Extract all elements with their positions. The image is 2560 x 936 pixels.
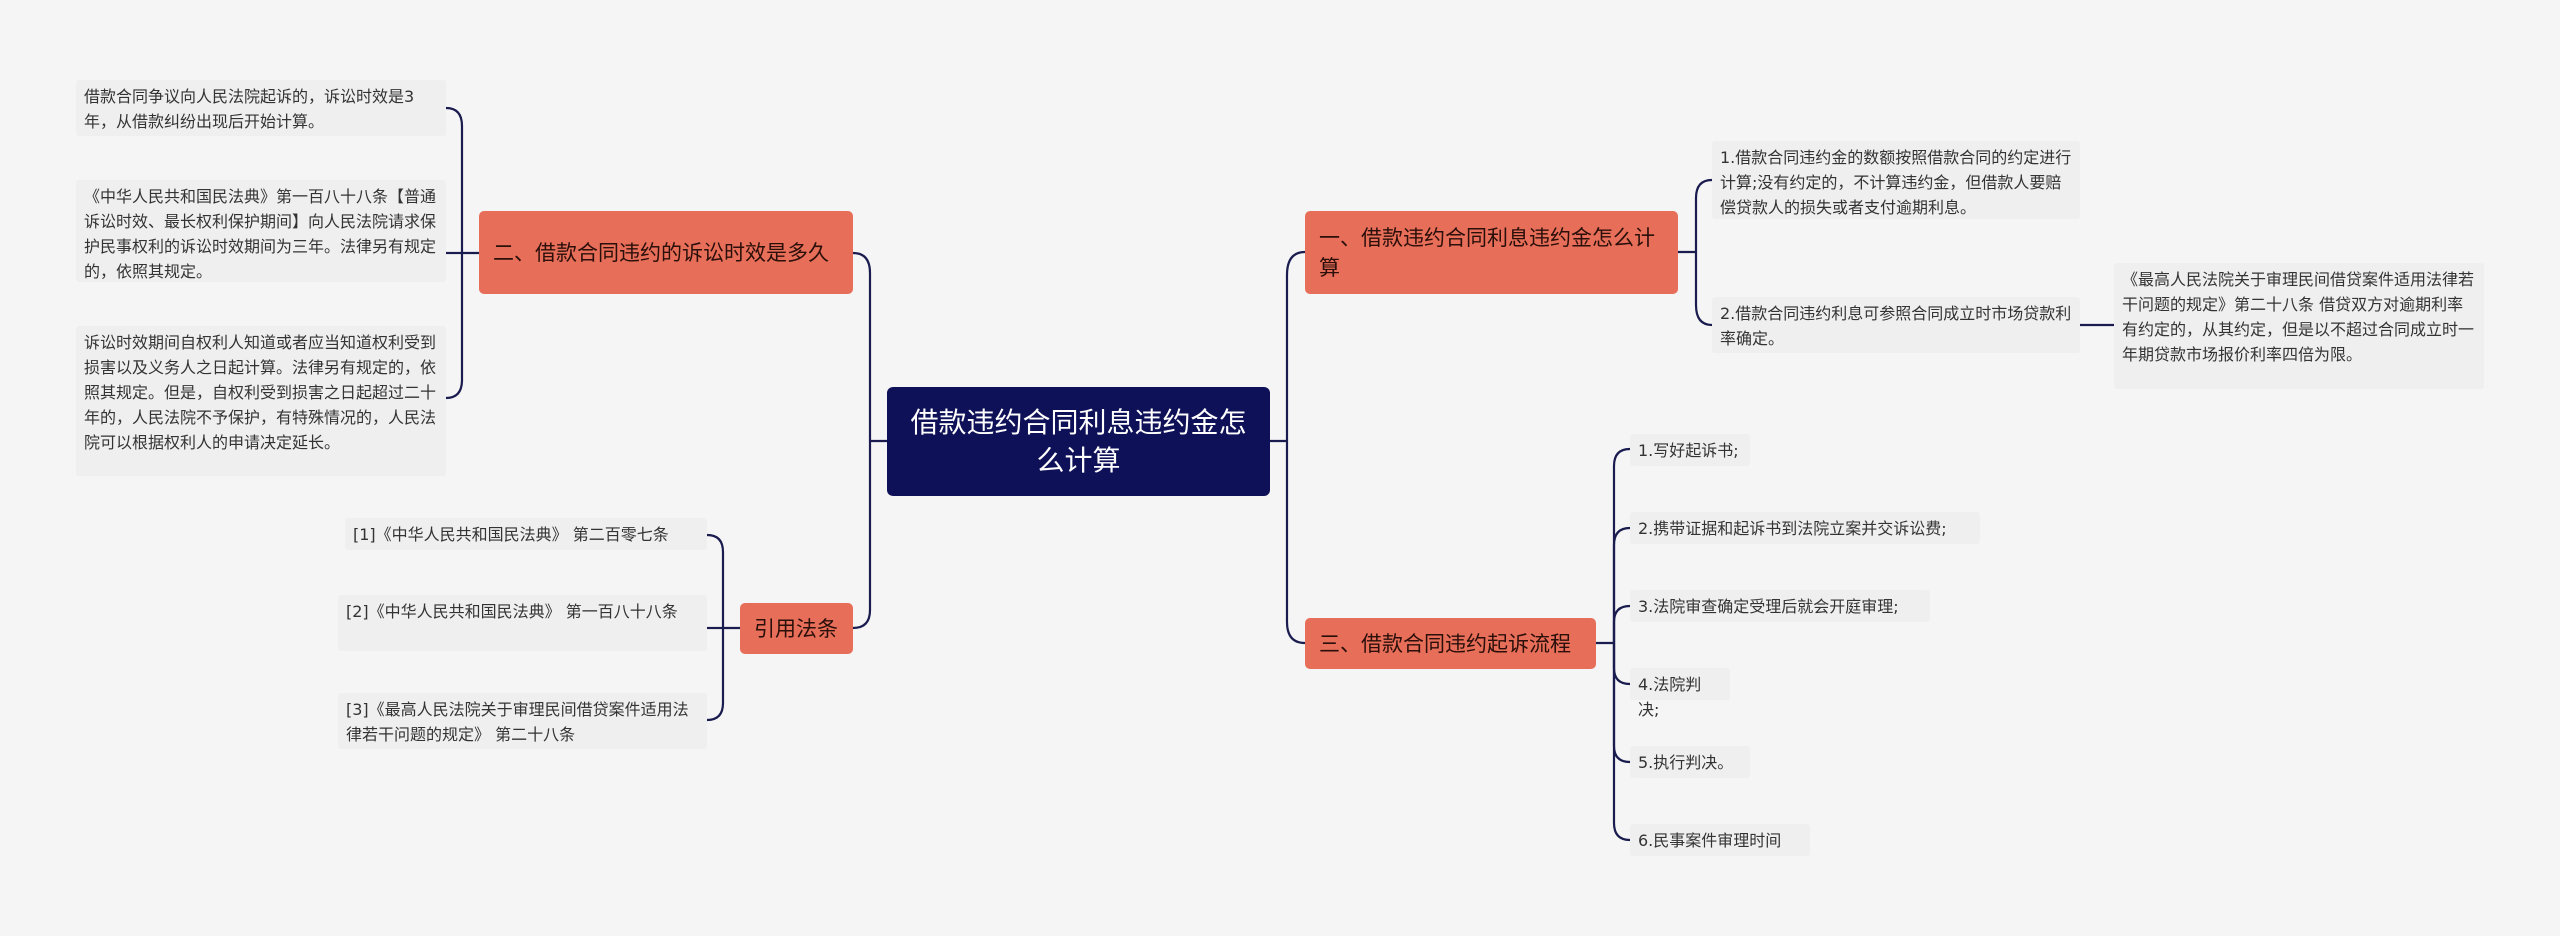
- connector-b3-s6: [1612, 643, 1631, 842]
- connector-refs-i1: [706, 533, 725, 628]
- leaf-text: 《中华人民共和国民法典》第一百八十八条【普通诉讼时效、最长权利保护期间】向人民法…: [84, 187, 437, 281]
- connector-right-trunk-b1: [1285, 250, 1306, 441]
- leaf-penalty-amount[interactable]: 1.借款合同违约金的数额按照借款合同的约定进行计算;没有约定的，不计算违约金，但…: [1712, 141, 2080, 219]
- leaf-text: 6.民事案件审理时间: [1638, 831, 1782, 850]
- connector-right-trunk-b3: [1285, 441, 1306, 645]
- leaf-text: 1.借款合同违约金的数额按照借款合同的约定进行计算;没有约定的，不计算违约金，但…: [1720, 148, 2072, 217]
- leaf-text: 诉讼时效期间自权利人知道或者应当知道权利受到损害以及义务人之日起计算。法律另有规…: [84, 333, 437, 452]
- leaf-text: 1.写好起诉书;: [1638, 441, 1739, 460]
- leaf-text: [2]《中华人民共和国民法典》 第一百八十八条: [346, 602, 678, 621]
- leaf-text: 4.法院判决;: [1638, 675, 1702, 719]
- branch-interest-penalty-calculation[interactable]: 一、借款违约合同利息违约金怎么计算: [1305, 211, 1678, 294]
- root-topic-label: 借款违约合同利息违约金怎么计算: [910, 405, 1247, 477]
- leaf-civil-code-188[interactable]: 《中华人民共和国民法典》第一百八十八条【普通诉讼时效、最长权利保护期间】向人民法…: [76, 180, 446, 282]
- leaf-text: [1]《中华人民共和国民法典》 第二百零七条: [353, 525, 669, 544]
- step-item[interactable]: 3.法院审查确定受理后就会开庭审理;: [1630, 590, 1930, 622]
- leaf-text: 2.携带证据和起诉书到法院立案并交诉讼费;: [1638, 519, 1947, 538]
- connector-b3-s3: [1612, 604, 1631, 643]
- connector-b3-s5: [1612, 643, 1631, 764]
- branch-lawsuit-process[interactable]: 三、借款合同违约起诉流程: [1305, 618, 1596, 669]
- connector-b3-s1: [1612, 447, 1631, 643]
- branch-label: 二、借款合同违约的诉讼时效是多久: [493, 240, 829, 265]
- connector-refs-i3: [706, 628, 725, 722]
- leaf-text: 《最高人民法院关于审理民间借贷案件适用法律若干问题的规定》第二十八条 借贷双方对…: [2122, 270, 2475, 364]
- step-item[interactable]: 1.写好起诉书;: [1630, 434, 1750, 466]
- leaf-text: 借款合同争议向人民法院起诉的，诉讼时效是3年，从借款纠纷出现后开始计算。: [84, 87, 415, 131]
- branch-limitation-period[interactable]: 二、借款合同违约的诉讼时效是多久: [479, 211, 853, 294]
- step-item[interactable]: 4.法院判决;: [1630, 668, 1730, 719]
- step-item[interactable]: 5.执行判决。: [1630, 746, 1750, 778]
- reference-item[interactable]: [3]《最高人民法院关于审理民间借贷案件适用法律若干问题的规定》 第二十八条: [338, 693, 707, 749]
- connector-b3-s2: [1612, 526, 1631, 643]
- branch-cited-laws[interactable]: 引用法条: [740, 603, 853, 654]
- connector-left-trunk-refs: [852, 441, 872, 630]
- root-topic[interactable]: 借款违约合同利息违约金怎么计算: [887, 387, 1270, 496]
- leaf-limitation-start[interactable]: 诉讼时效期间自权利人知道或者应当知道权利受到损害以及义务人之日起计算。法律另有规…: [76, 326, 446, 476]
- connector-b2-c3: [445, 253, 464, 400]
- connector-b1-c1: [1694, 178, 1713, 252]
- leaf-supreme-court-rule[interactable]: 《最高人民法院关于审理民间借贷案件适用法律若干问题的规定》第二十八条 借贷双方对…: [2114, 263, 2484, 389]
- branch-label: 引用法条: [754, 616, 838, 641]
- leaf-text: 2.借款合同违约利息可参照合同成立时市场贷款利率确定。: [1720, 304, 2072, 348]
- reference-item[interactable]: [2]《中华人民共和国民法典》 第一百八十八条: [338, 595, 707, 651]
- connector-b2-c1: [445, 106, 464, 253]
- connector-b1-c2: [1694, 252, 1713, 327]
- branch-label: 一、借款违约合同利息违约金怎么计算: [1319, 225, 1655, 280]
- step-item[interactable]: 2.携带证据和起诉书到法院立案并交诉讼费;: [1630, 512, 1980, 544]
- leaf-limitation-three-years[interactable]: 借款合同争议向人民法院起诉的，诉讼时效是3年，从借款纠纷出现后开始计算。: [76, 80, 446, 136]
- leaf-text: 5.执行判决。: [1638, 753, 1734, 772]
- connector-left-trunk-b2: [852, 251, 872, 441]
- leaf-interest-reference[interactable]: 2.借款合同违约利息可参照合同成立时市场贷款利率确定。: [1712, 297, 2080, 353]
- reference-item[interactable]: [1]《中华人民共和国民法典》 第二百零七条: [345, 518, 707, 550]
- branch-label: 三、借款合同违约起诉流程: [1319, 631, 1571, 656]
- step-item[interactable]: 6.民事案件审理时间: [1630, 824, 1810, 856]
- leaf-text: 3.法院审查确定受理后就会开庭审理;: [1638, 597, 1899, 616]
- connector-b3-s4: [1612, 643, 1631, 686]
- leaf-text: [3]《最高人民法院关于审理民间借贷案件适用法律若干问题的规定》 第二十八条: [346, 700, 689, 744]
